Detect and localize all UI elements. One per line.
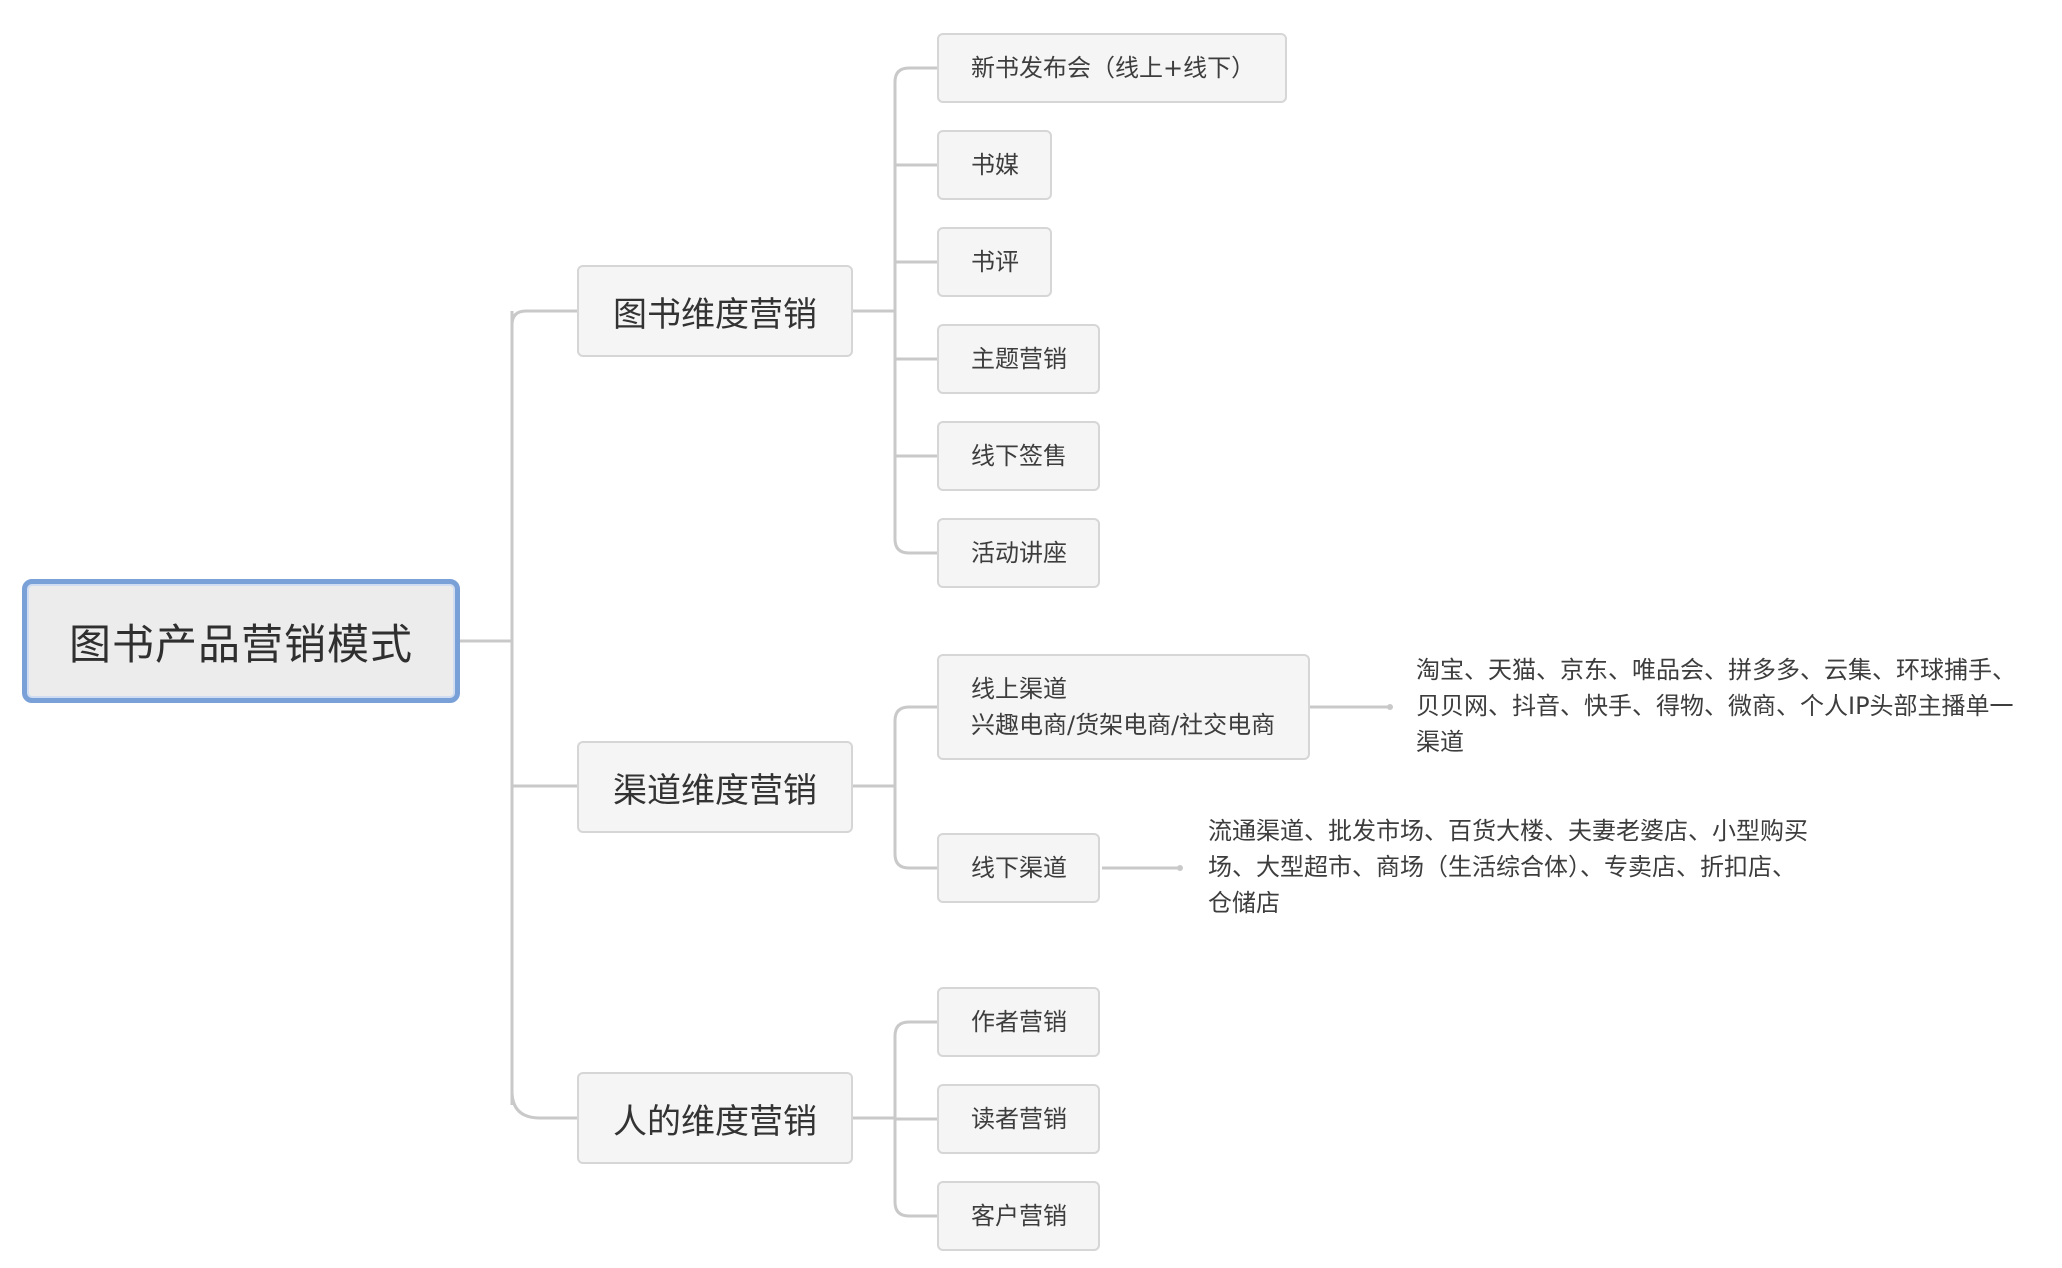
- online-channel-detail: 淘宝、天猫、京东、唯品会、拼多多、云集、环球捕手、贝贝网、抖音、快手、得物、微商…: [1416, 656, 2016, 756]
- branch-book-dimension[interactable]: 图书维度营销: [577, 265, 853, 357]
- topic-author-marketing[interactable]: 作者营销: [937, 987, 1100, 1057]
- branch-channel-dimension[interactable]: 渠道维度营销: [577, 741, 853, 833]
- topic-reader-marketing[interactable]: 读者营销: [937, 1084, 1100, 1154]
- root-topic[interactable]: 图书产品营销模式: [22, 579, 460, 703]
- connector-b2-c2: [893, 853, 937, 870]
- connector-branch-3: [510, 1090, 577, 1120]
- topic-label: 新书发布会（线上+线下）: [971, 54, 1256, 82]
- connector-offline-dot: [1177, 865, 1183, 871]
- branch-label: 图书维度营销: [613, 294, 817, 335]
- topic-book-media[interactable]: 书媒: [937, 130, 1052, 200]
- topic-label: 书评: [971, 248, 1019, 276]
- topic-new-book-launch[interactable]: 新书发布会（线上+线下）: [937, 33, 1287, 103]
- topic-customer-marketing[interactable]: 客户营销: [937, 1181, 1100, 1251]
- connector-branch-1: [510, 309, 577, 326]
- connector-b3-c3: [893, 1201, 937, 1218]
- connector-online-dot: [1387, 704, 1393, 710]
- topic-label: 客户营销: [971, 1202, 1067, 1230]
- topic-theme-marketing[interactable]: 主题营销: [937, 324, 1100, 394]
- connector-b1-c1: [893, 66, 937, 83]
- connector-b3-c1: [893, 1020, 937, 1037]
- topic-label-line2: 兴趣电商/货架电商/社交电商: [971, 711, 1276, 739]
- topic-label: 读者营销: [971, 1105, 1067, 1133]
- topic-book-review[interactable]: 书评: [937, 227, 1052, 297]
- topic-online-channel[interactable]: 线上渠道 兴趣电商/货架电商/社交电商: [937, 654, 1310, 760]
- topic-label: 主题营销: [971, 345, 1067, 373]
- branch-people-dimension[interactable]: 人的维度营销: [577, 1072, 853, 1164]
- offline-channel-detail: 流通渠道、批发市场、百货大楼、夫妻老婆店、小型购买场、大型超市、商场（生活综合体…: [1208, 817, 1808, 917]
- branch-label: 人的维度营销: [613, 1101, 817, 1142]
- topic-label: 活动讲座: [971, 539, 1067, 567]
- topic-offline-channel[interactable]: 线下渠道: [937, 833, 1100, 903]
- topic-label: 书媒: [971, 151, 1019, 179]
- topic-label: 线下渠道: [971, 854, 1067, 882]
- branch-label: 渠道维度营销: [613, 770, 817, 811]
- root-topic-label: 图书产品营销模式: [68, 619, 413, 669]
- topic-event-lecture[interactable]: 活动讲座: [937, 518, 1100, 588]
- connector-b1-c6: [893, 538, 937, 555]
- connector-b2-c1: [893, 705, 937, 722]
- topic-label: 作者营销: [971, 1008, 1067, 1036]
- topic-offline-signing[interactable]: 线下签售: [937, 421, 1100, 491]
- topic-label-line1: 线上渠道: [971, 675, 1067, 703]
- topic-label: 线下签售: [971, 442, 1067, 470]
